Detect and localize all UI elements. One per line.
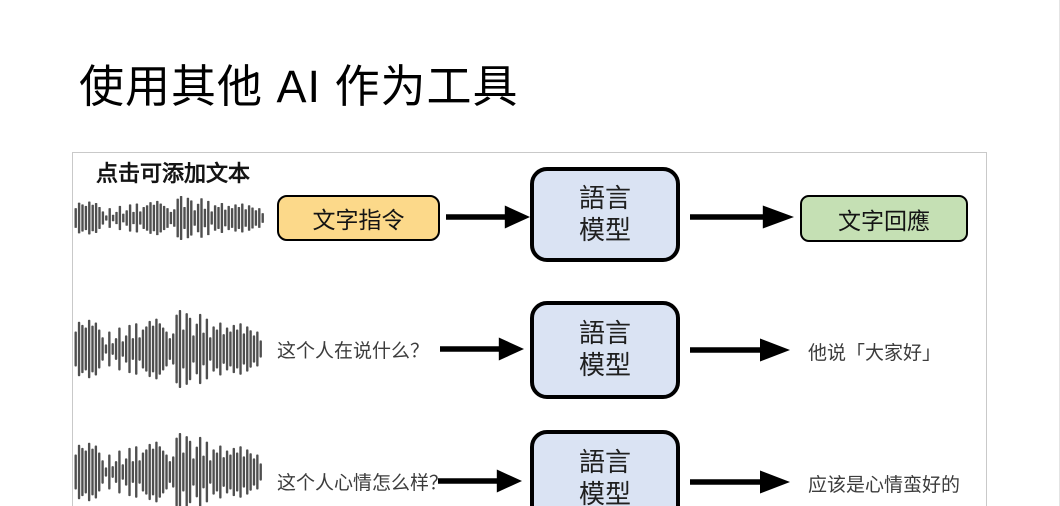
audio-waveform-image[interactable] [74,196,264,240]
flow-arrow[interactable] [690,203,794,231]
model-box-label-line1: 語言 [578,447,631,478]
placeholder-hint[interactable]: 点击可添加文本 [96,161,251,186]
audio-waveform-image[interactable] [74,310,262,388]
model-box-label-line2: 模型 [578,479,631,506]
input-badge-label: 文字指令 [312,207,405,233]
input-text[interactable]: 这个人在说什么？ [277,341,430,362]
flow-arrow[interactable] [690,468,790,496]
model-box-label-line2: 模型 [578,350,631,380]
model-box[interactable]: 語言 模型 [530,167,680,262]
model-box-label-line1: 語言 [578,182,631,213]
flow-arrow[interactable] [440,335,524,363]
input-badge[interactable]: 文字指令 [277,195,440,241]
output-badge[interactable]: 文字回應 [800,195,968,242]
output-badge-label: 文字回應 [838,207,930,234]
flow-arrow[interactable] [690,336,790,364]
model-box[interactable]: 語言 模型 [530,430,680,506]
output-text[interactable]: 他说「大家好」 [808,343,942,364]
model-box-label-line2: 模型 [578,214,631,245]
output-text[interactable]: 应该是心情蛮好的 [808,475,961,496]
slide-title[interactable]: 使用其他 AI 作为工具 [79,61,519,112]
flow-arrow[interactable] [438,467,522,495]
content-placeholder-frame[interactable] [72,152,987,506]
flow-arrow[interactable] [446,203,530,231]
model-box[interactable]: 語言 模型 [530,301,680,399]
input-text[interactable]: 这个人心情怎么样？ [277,473,449,494]
model-box-label-line1: 語言 [578,318,631,349]
audio-waveform-image[interactable] [74,433,262,506]
